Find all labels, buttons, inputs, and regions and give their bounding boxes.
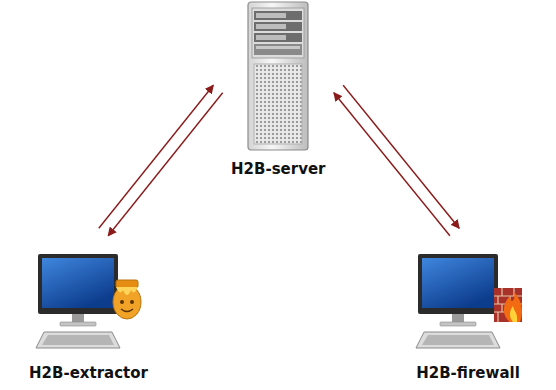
computer-icon — [243, 0, 313, 156]
firewall-node: H2B-firewall — [412, 252, 524, 382]
arrow-connector — [334, 93, 450, 236]
node-label: H2B-server — [228, 160, 329, 178]
node-label: H2B-extractor — [26, 364, 151, 382]
server-node: H2B-server — [228, 0, 329, 178]
arrow-connector — [108, 93, 223, 236]
computer-icon — [412, 252, 524, 360]
arrow-connector — [343, 85, 459, 228]
computer-icon — [32, 252, 144, 360]
arrow-connector — [99, 85, 214, 228]
extractor-node: H2B-extractor — [26, 252, 151, 382]
node-label: H2B-firewall — [412, 364, 524, 382]
